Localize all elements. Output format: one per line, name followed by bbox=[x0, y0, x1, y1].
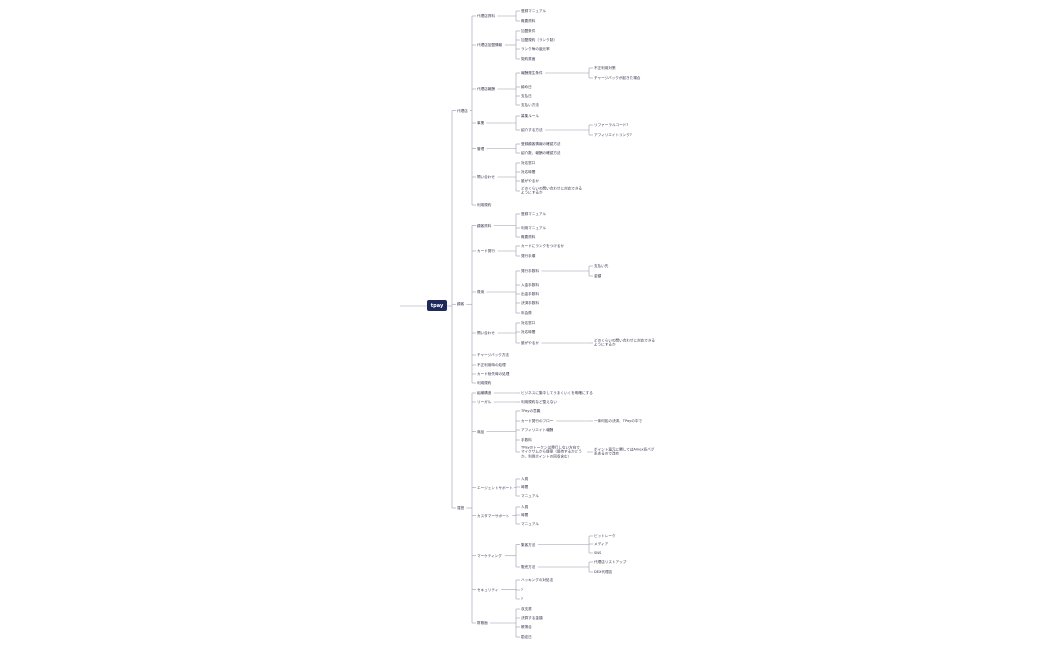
node-l3[interactable]: 出金手数料 bbox=[521, 291, 539, 296]
node-l2[interactable]: カード紛失時の処理 bbox=[477, 371, 510, 376]
node-l2[interactable]: 事業 bbox=[477, 120, 485, 125]
node-l2[interactable]: リーガル bbox=[477, 399, 492, 404]
node-l2[interactable]: マーケティング bbox=[477, 553, 502, 558]
node-l3[interactable]: カードにランクをつけるか bbox=[521, 243, 565, 248]
node-l2[interactable]: 代理店資料 bbox=[477, 13, 495, 18]
node-l2[interactable]: エージェントサポート bbox=[477, 485, 513, 490]
node-l4[interactable]: 支払い先 bbox=[594, 263, 609, 268]
node-l3[interactable]: 年会費 bbox=[521, 310, 532, 315]
node-l3[interactable]: 誰がやるか bbox=[521, 340, 539, 345]
node-l3[interactable]: 時間 bbox=[521, 484, 529, 489]
node-l4[interactable]: アフィリエイトリンク? bbox=[594, 132, 632, 137]
node-l4[interactable]: ポイント還元に関してはAmex系バグ系あるので改め bbox=[594, 447, 655, 456]
node-l3[interactable]: 時間 bbox=[521, 512, 529, 517]
node-l3[interactable]: 締め日 bbox=[521, 84, 532, 89]
node-l3[interactable]: 利用規約など整えない bbox=[521, 399, 557, 404]
node-l2[interactable]: 顧客資料 bbox=[477, 223, 492, 228]
node-l4[interactable]: 不正利用対策 bbox=[594, 65, 616, 70]
node-l3[interactable]: 登録顧客情報の確認方法 bbox=[521, 141, 561, 146]
node-l3[interactable]: 報酬発生条件 bbox=[521, 70, 543, 75]
node-l3[interactable]: 人員 bbox=[521, 504, 529, 509]
node-l3[interactable]: TPayのトークンは発行しない方向でマイクサムから提案（保持するかどうか、利用ポ… bbox=[521, 445, 582, 459]
node-l4[interactable]: 一体何処の決済、TPayの中で bbox=[594, 418, 643, 423]
node-l4[interactable]: SNS bbox=[594, 550, 602, 555]
node-l2[interactable]: 商品 bbox=[477, 429, 485, 434]
node-l3[interactable]: マニュアル bbox=[521, 521, 539, 526]
node-l3[interactable]: 人員 bbox=[521, 476, 529, 481]
node-l3[interactable]: アフィリエイト報酬 bbox=[521, 427, 554, 432]
node-l1[interactable]: 顧客 bbox=[457, 302, 465, 307]
node-l3[interactable]: 支払い方法 bbox=[521, 102, 539, 107]
node-l3[interactable]: 紹介数、報酬の確認方法 bbox=[521, 150, 561, 155]
node-l3[interactable]: 利用マニュアル bbox=[521, 225, 547, 230]
node-l2[interactable]: 問い合わせ bbox=[477, 330, 495, 335]
node-l3[interactable]: 対応時間 bbox=[521, 169, 536, 174]
node-l3[interactable]: 募集ルール bbox=[521, 113, 539, 118]
node-l3[interactable]: 決済手数料 bbox=[521, 300, 539, 305]
node-l4[interactable]: DEX代理店 bbox=[594, 569, 613, 574]
node-l3[interactable]: 支払日 bbox=[521, 93, 532, 98]
node-l3[interactable]: 登録マニュアル bbox=[521, 211, 547, 216]
node-l1[interactable]: 代理店 bbox=[457, 108, 468, 113]
node-l3[interactable]: 対応窓口 bbox=[521, 320, 536, 325]
node-l3[interactable]: 対応窓口 bbox=[521, 160, 536, 165]
node-l3[interactable]: 概要資料 bbox=[521, 18, 536, 23]
node-l2[interactable]: 問い合わせ bbox=[477, 174, 495, 179]
node-l3[interactable]: 概要資料 bbox=[521, 234, 536, 239]
node-l3[interactable]: ? bbox=[521, 596, 523, 601]
node-l4[interactable]: メディア bbox=[594, 541, 609, 546]
node-l4[interactable]: ビットレーク bbox=[594, 533, 616, 538]
node-l4[interactable]: チャージバックが起きた場合 bbox=[594, 75, 641, 80]
node-l3[interactable]: カード発行のフロー bbox=[521, 418, 554, 423]
node-l2[interactable]: カード発行 bbox=[477, 248, 495, 253]
node-l3[interactable]: 手数料 bbox=[521, 437, 532, 442]
node-l3[interactable]: ビジネスに集中してうまくいくを明確にする bbox=[521, 390, 593, 395]
node-l2[interactable]: 代理店報酬 bbox=[477, 86, 495, 91]
node-l3[interactable]: 勘定日 bbox=[521, 634, 532, 639]
node-l3[interactable]: 登録マニュアル bbox=[521, 8, 547, 13]
node-l1[interactable]: 運営 bbox=[457, 505, 465, 510]
node-l3[interactable]: 紹介する方法 bbox=[521, 127, 543, 132]
root-node[interactable]: tpay bbox=[427, 300, 447, 311]
node-l2[interactable]: 利用規約 bbox=[477, 202, 492, 207]
node-l4[interactable]: 金額 bbox=[594, 273, 602, 278]
node-l2[interactable]: 財務面 bbox=[477, 620, 488, 625]
node-l3[interactable]: ? bbox=[521, 587, 523, 592]
node-l3[interactable]: 決算する金額 bbox=[521, 615, 543, 620]
node-l3[interactable]: ランク毎の還元率 bbox=[521, 46, 550, 51]
node-l2[interactable]: 利用規約 bbox=[477, 380, 492, 385]
node-l3[interactable]: TPayの意義 bbox=[521, 408, 541, 413]
node-l3[interactable]: ハッキングの対処法 bbox=[521, 577, 554, 582]
node-l2[interactable]: 組織構造 bbox=[477, 390, 492, 395]
node-l4[interactable]: どのくらいの問い合わせに対応できるようにするか bbox=[594, 338, 656, 347]
node-l3[interactable]: どのくらいの問い合わせに対応できるようにするか bbox=[521, 186, 583, 195]
node-l2[interactable]: 管理 bbox=[477, 146, 485, 151]
node-l3[interactable]: 対応時間 bbox=[521, 329, 536, 334]
node-l2[interactable]: チャージバック方法 bbox=[477, 352, 510, 357]
node-l4[interactable]: 代理店リストアップ bbox=[594, 559, 627, 564]
node-l2[interactable]: 不正利用時の処理 bbox=[477, 362, 506, 367]
node-l3[interactable]: マニュアル bbox=[521, 493, 539, 498]
node-l3[interactable]: 収支書 bbox=[521, 606, 532, 611]
node-l3[interactable]: 誰がやるか bbox=[521, 178, 539, 183]
node-l3[interactable]: 加盟条件 bbox=[521, 28, 536, 33]
node-l3[interactable]: 発行手順 bbox=[521, 253, 536, 258]
node-l2[interactable]: 代理店加盟情報 bbox=[477, 42, 503, 47]
node-l3[interactable]: 入金手数料 bbox=[521, 282, 539, 287]
node-l3[interactable]: 帳簿合 bbox=[521, 624, 532, 629]
node-l3[interactable]: 発行手数料 bbox=[521, 268, 539, 273]
node-l3[interactable]: 集客方法 bbox=[521, 542, 536, 547]
node-l3[interactable]: 契約書面 bbox=[521, 56, 536, 61]
node-l3[interactable]: 加盟規約（ランク制） bbox=[521, 37, 557, 42]
node-l2[interactable]: セキュリティ bbox=[477, 587, 499, 592]
node-l3[interactable]: 販売方法 bbox=[521, 564, 536, 569]
node-l2[interactable]: カスタマーサポート bbox=[477, 513, 510, 518]
node-l4[interactable]: リファーラルコード? bbox=[594, 122, 629, 127]
node-l2[interactable]: 費用 bbox=[477, 289, 485, 294]
